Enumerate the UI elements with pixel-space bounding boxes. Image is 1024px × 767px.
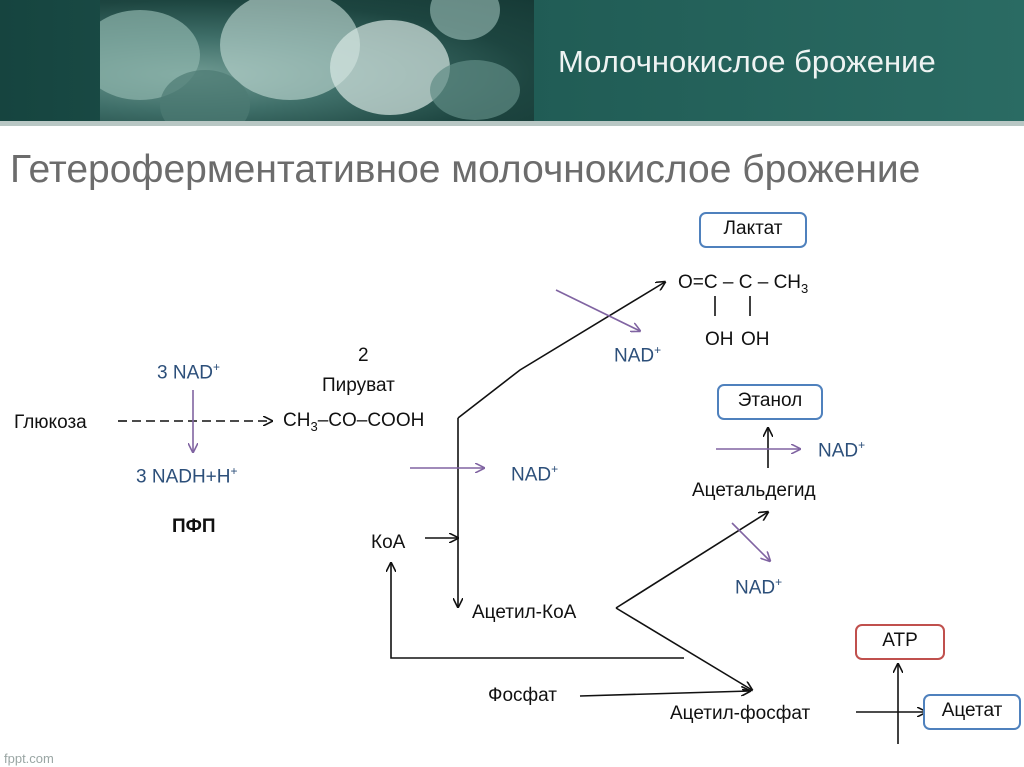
ethanol-box: Этанол <box>717 384 823 420</box>
nad-3-label: 3 NAD+ <box>157 360 220 384</box>
nad-lactate-label: NAD+ <box>614 343 662 367</box>
coa-return-arrow <box>391 563 684 659</box>
pyruvate-to-lactate-arrow <box>457 282 665 419</box>
acetyl-phosphate-label: Ацетил-фосфат <box>670 703 811 724</box>
bacteria-photo <box>100 0 534 124</box>
lactate-formula: O=C – C – CH3 <box>678 272 809 296</box>
atp-box: ATP <box>855 624 945 660</box>
nad-acetaldehyde-label: NAD+ <box>735 575 783 599</box>
nad-ethanol-label: NAD+ <box>818 438 866 462</box>
lactate-box: Лактат <box>699 212 807 248</box>
acetaldehyde-nad-arrow <box>731 522 770 561</box>
acetylcoa-to-acetylphosphate-arrow <box>615 607 752 690</box>
lactate-nad-arrow <box>555 289 640 331</box>
slide-title: Гетероферментативное молочнокислое броже… <box>10 148 921 191</box>
coa-label: КоА <box>371 532 406 553</box>
pyruvate-count: 2 <box>358 345 369 366</box>
header-stripe <box>0 121 1024 126</box>
lactate-oh-2: OH <box>741 329 770 350</box>
phosphate-label: Фосфат <box>488 685 557 706</box>
pyruvate-name: Пируват <box>322 375 395 396</box>
acetaldehyde-label: Ацетальдегид <box>692 480 816 501</box>
pyruvate-formula: CH3–CO–COOH <box>283 410 425 434</box>
phosphate-input-arrow <box>579 691 750 697</box>
header-title: Молочнокислое брожение <box>558 44 936 79</box>
acetate-box: Ацетат <box>923 694 1021 730</box>
acetyl-coa-label: Ацетил-КоА <box>472 602 577 623</box>
header-bar: Молочнокислое брожение <box>0 0 1024 126</box>
acetylcoa-to-acetaldehyde-arrow <box>615 512 768 609</box>
pfp-label: ПФП <box>172 516 216 537</box>
lactate-oh-1: OH <box>705 329 734 350</box>
nadh-3-label: 3 NADH+H+ <box>136 464 238 488</box>
glucose-label: Глюкоза <box>14 412 87 433</box>
watermark: fppt.com <box>4 751 54 766</box>
nad-pyruvate-label: NAD+ <box>511 462 559 486</box>
